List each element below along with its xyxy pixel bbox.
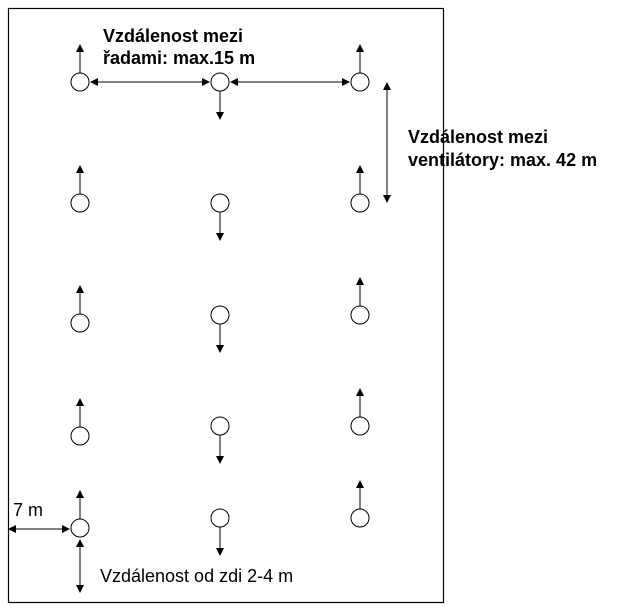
fan-circle bbox=[70, 518, 90, 538]
fan bbox=[210, 72, 230, 120]
fan-distance-label-2: ventilátory: max. 42 m bbox=[408, 150, 597, 170]
fan bbox=[210, 508, 230, 556]
fan bbox=[70, 165, 90, 213]
fan bbox=[350, 277, 370, 325]
fan-circle bbox=[70, 193, 90, 213]
fan bbox=[70, 285, 90, 333]
fan bbox=[350, 388, 370, 436]
wall-distance-label: Vzdálenost od zdi 2-4 m bbox=[100, 566, 293, 586]
fan-circle bbox=[210, 72, 230, 92]
hall-outline bbox=[7, 7, 445, 604]
fan-circle bbox=[210, 416, 230, 436]
side-wall-distance-label: 7 m bbox=[13, 500, 43, 520]
fan bbox=[350, 44, 370, 92]
row-distance-label-2: řadami: max.15 m bbox=[103, 48, 255, 68]
fan-circle bbox=[350, 193, 370, 213]
fan-circle bbox=[350, 72, 370, 92]
fan bbox=[70, 398, 90, 446]
fan-circle bbox=[350, 305, 370, 325]
fan bbox=[210, 193, 230, 241]
fan-circle bbox=[210, 193, 230, 213]
fan bbox=[210, 305, 230, 353]
fan-circle bbox=[70, 313, 90, 333]
fan bbox=[350, 480, 370, 528]
fan-circle bbox=[70, 426, 90, 446]
fan bbox=[210, 416, 230, 464]
fan-circle bbox=[210, 508, 230, 528]
fan-distance-label-1: Vzdálenost mezi bbox=[408, 127, 548, 147]
fan bbox=[70, 490, 90, 538]
row-distance-label-1: Vzdálenost mezi bbox=[103, 26, 243, 46]
fan-circle bbox=[350, 508, 370, 528]
fan-circle bbox=[70, 72, 90, 92]
fan-circle bbox=[210, 305, 230, 325]
fan bbox=[350, 165, 370, 213]
fan-circle bbox=[350, 416, 370, 436]
fan bbox=[70, 44, 90, 92]
